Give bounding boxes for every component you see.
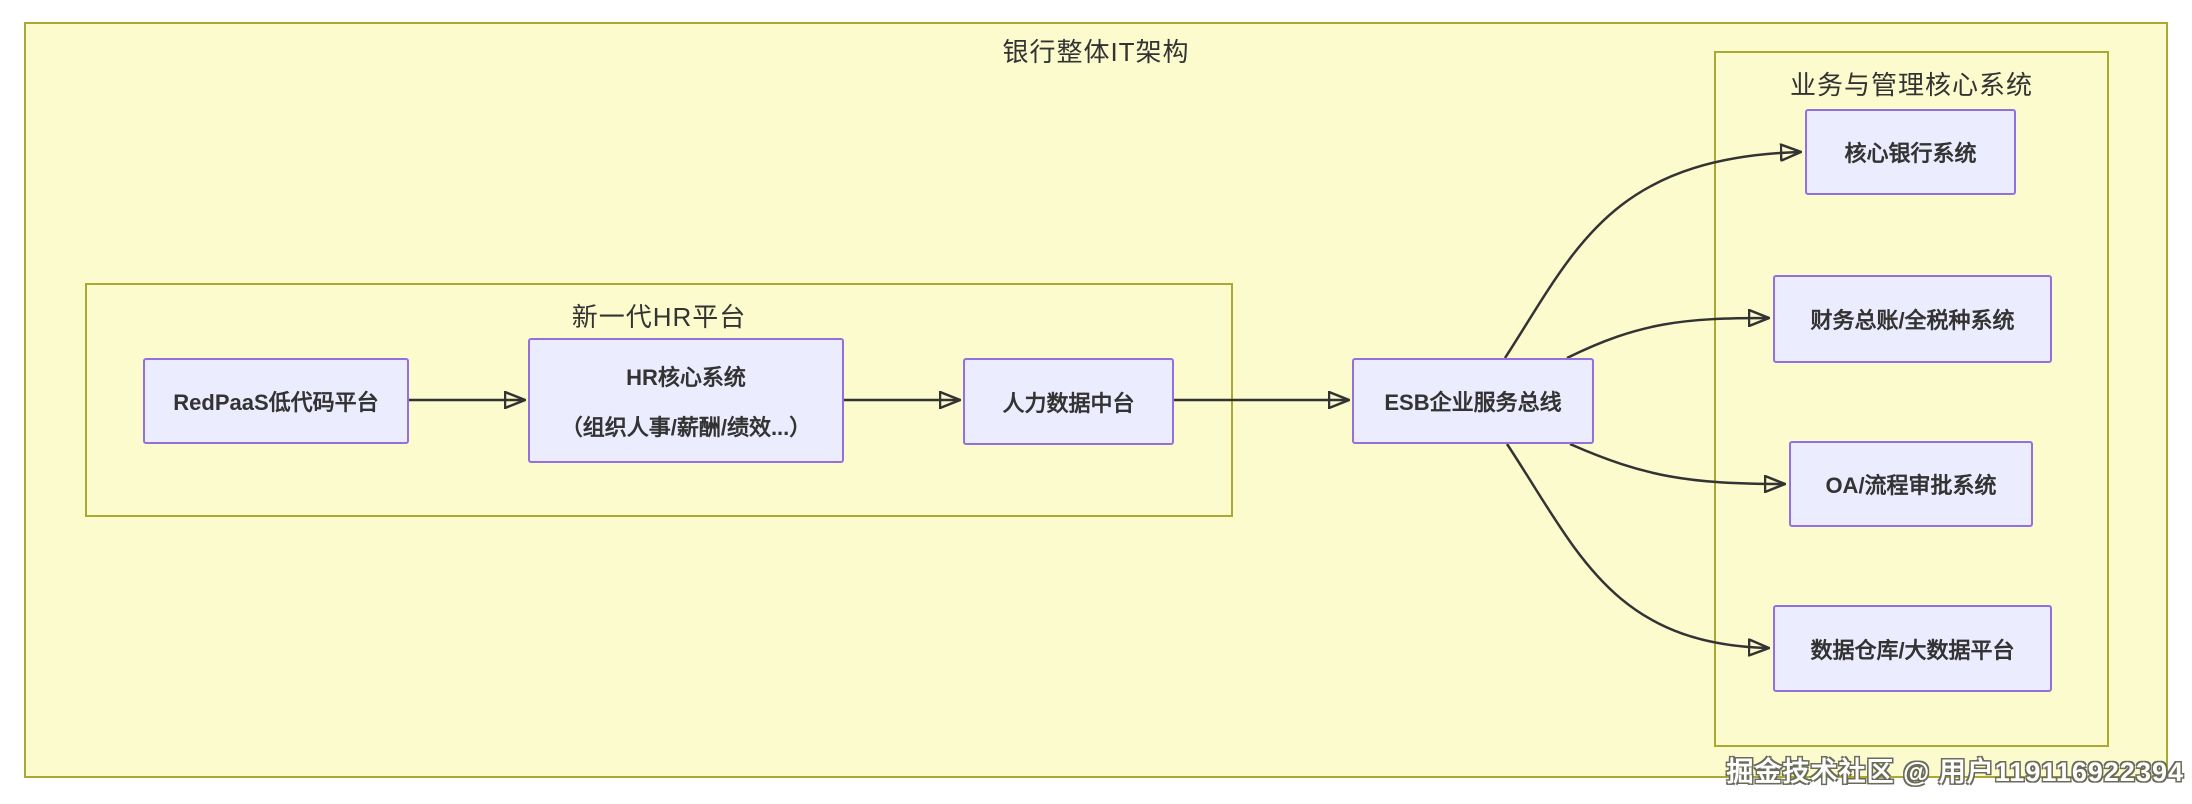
core-systems-title: 业务与管理核心系统 (1789, 70, 2033, 100)
node-hr-data-platform-label: 人力数据中台 (1002, 390, 1135, 416)
node-finance-ledger-label: 财务总账/全税种系统 (1810, 308, 2015, 333)
edge-esb-to-finance (1566, 318, 1768, 360)
watermark: 掘金技术社区 @ 用户119116922394 (1726, 757, 2184, 787)
node-hr-data-platform: 人力数据中台 (963, 358, 1174, 445)
node-core-banking-label: 核心银行系统 (1844, 141, 1977, 166)
node-esb-label: ESB企业服务总线 (1384, 390, 1562, 415)
edge-esb-to-corebanking (1503, 152, 1800, 359)
node-core-banking: 核心银行系统 (1805, 109, 2016, 195)
node-hr-core-line2: （组织人事/薪酬/绩效...） (560, 414, 812, 440)
node-data-warehouse: 数据仓库/大数据平台 (1773, 605, 2052, 692)
node-redpaas: RedPaaS低代码平台 (143, 358, 409, 444)
node-hr-core-line1: HR核心系统 (626, 364, 746, 390)
diagram-title: 银行整体IT架构 (1002, 37, 1190, 67)
node-esb: ESB企业服务总线 (1352, 358, 1594, 444)
edge-esb-to-warehouse (1505, 443, 1768, 648)
node-finance-ledger: 财务总账/全税种系统 (1773, 275, 2052, 363)
hr-platform-title: 新一代HR平台 (571, 302, 747, 332)
node-hr-core: HR核心系统 （组织人事/薪酬/绩效...） (528, 338, 844, 463)
edge-esb-to-oa (1569, 442, 1784, 484)
node-oa-approval-label: OA/流程审批系统 (1825, 473, 1997, 498)
node-data-warehouse-label: 数据仓库/大数据平台 (1810, 637, 2015, 663)
node-oa-approval: OA/流程审批系统 (1789, 441, 2033, 527)
node-redpaas-label: RedPaaS低代码平台 (173, 390, 379, 415)
